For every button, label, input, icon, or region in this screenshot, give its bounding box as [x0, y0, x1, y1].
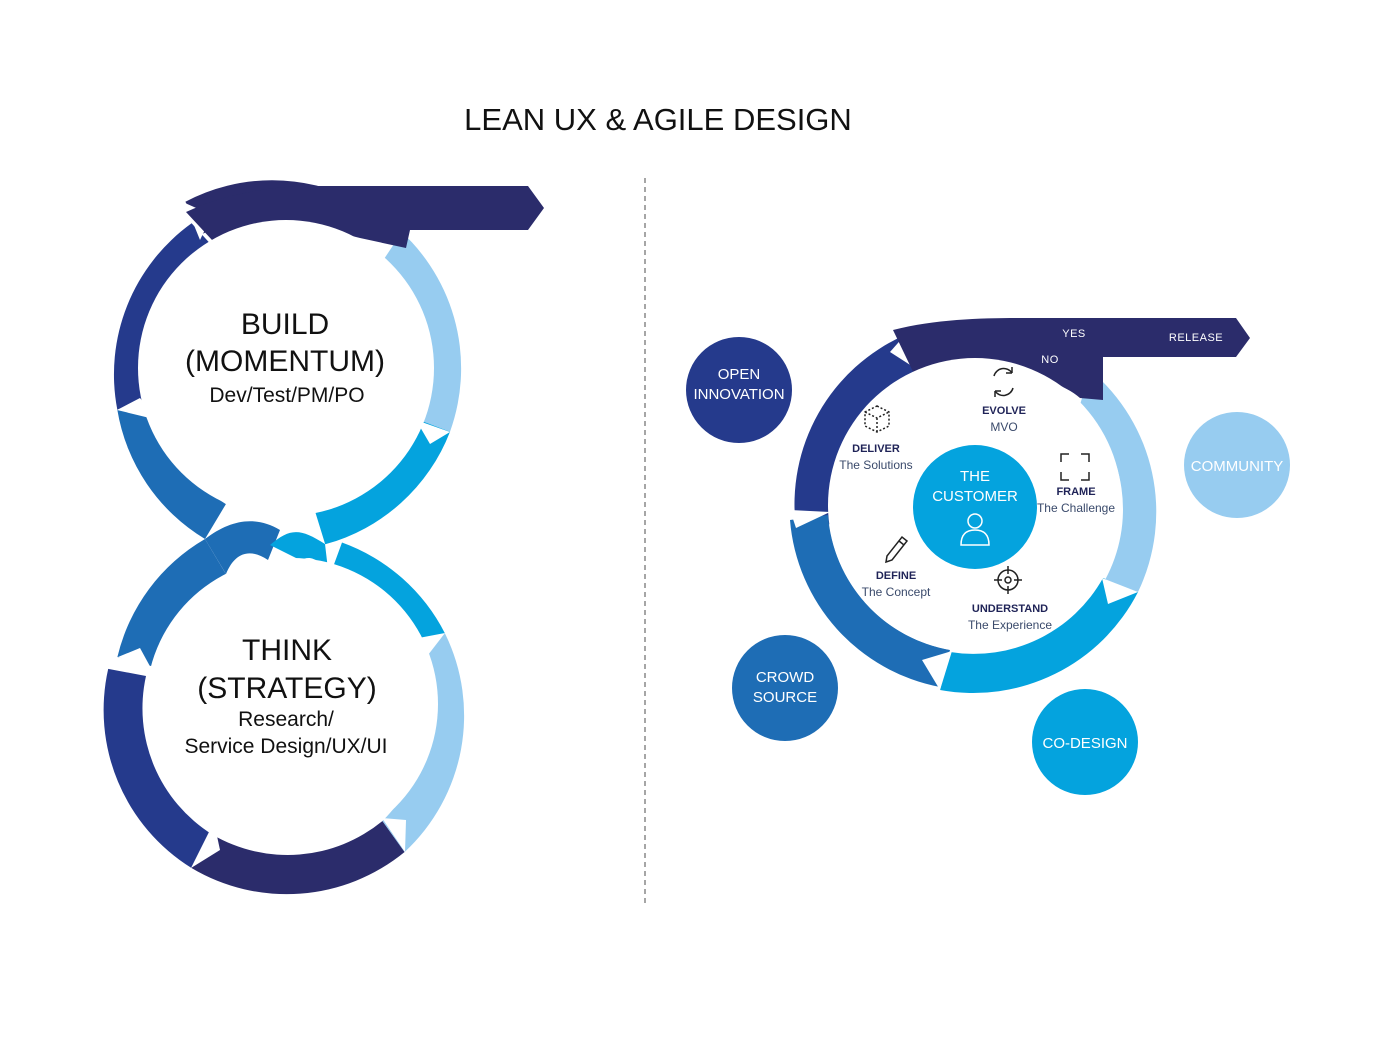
- refresh-icon: [993, 367, 1014, 397]
- cycle-segment-bright-blue: [940, 578, 1138, 693]
- stage-understand-sub: The Experience: [968, 618, 1052, 632]
- build-title: BUILD: [241, 308, 329, 341]
- pencil-icon: [885, 535, 909, 564]
- crosshair-icon: [994, 566, 1022, 594]
- build-loop-segment-right-lower: [314, 418, 450, 545]
- customer-line1: THE: [960, 468, 990, 485]
- bubble-co-design: [1032, 689, 1138, 795]
- think-title: THINK: [242, 634, 332, 667]
- user-icon: [960, 513, 990, 546]
- stage-evolve-sub: MVO: [990, 420, 1017, 434]
- bubble-crowd-source: [732, 635, 838, 741]
- no-label: NO: [1041, 354, 1059, 366]
- think-inner-circle: [146, 558, 438, 850]
- think-loop-segment-bottom: [191, 821, 405, 895]
- bubble-open-innovation: [686, 337, 792, 443]
- stage-understand-label: UNDERSTAND: [972, 603, 1048, 615]
- open-innovation-line2: INNOVATION: [693, 386, 784, 403]
- stage-define-sub: The Concept: [862, 585, 931, 599]
- bubble-community: [1184, 412, 1290, 518]
- stage-deliver-label: DELIVER: [852, 443, 900, 455]
- cube-icon: [864, 405, 890, 433]
- stage-define-label: DEFINE: [876, 570, 916, 582]
- build-subtitle-paren: (MOMENTUM): [185, 345, 385, 378]
- customer-circle: [913, 445, 1037, 569]
- think-roles-line1: Research/: [238, 708, 334, 731]
- build-inner-circle: [138, 220, 434, 516]
- think-subtitle-paren: (STRATEGY): [197, 672, 376, 705]
- frame-corners-icon: [1060, 453, 1090, 481]
- think-roles-line2: Service Design/UX/UI: [184, 735, 387, 758]
- crowd-source-line2: SOURCE: [753, 689, 817, 706]
- co-design-label: CO-DESIGN: [1042, 735, 1127, 752]
- stage-deliver-sub: The Solutions: [839, 458, 912, 472]
- release-arrow-right: [893, 318, 1250, 400]
- release-arrow-left: [186, 186, 544, 248]
- stage-frame-label: FRAME: [1056, 486, 1095, 498]
- customer-line2: CUSTOMER: [932, 488, 1018, 505]
- stage-evolve-label: EVOLVE: [982, 405, 1026, 417]
- think-loop-segment-left-lower: [103, 668, 213, 868]
- crossover-band-right: [270, 532, 329, 578]
- figure-eight-diagram: BUILD (MOMENTUM) Dev/Test/PM/PO THINK (S…: [103, 180, 544, 895]
- cycle-segment-light-blue: [1080, 370, 1157, 592]
- stage-frame-sub: The Challenge: [1037, 501, 1115, 515]
- crowd-source-line1: CROWD: [756, 669, 814, 686]
- page-title: LEAN UX & AGILE DESIGN: [464, 102, 852, 137]
- release-label: RELEASE: [1169, 332, 1223, 344]
- customer-cycle-diagram: YES RELEASE NO THE CUSTOMER EVOLVE MVO D…: [686, 318, 1290, 795]
- build-roles: Dev/Test/PM/PO: [209, 384, 364, 407]
- crossover-band-left: [205, 521, 280, 574]
- yes-label: YES: [1062, 328, 1086, 340]
- build-loop-segment-left-lower: [117, 398, 226, 539]
- build-loop-segment-right-upper: [367, 222, 462, 432]
- community-label: COMMUNITY: [1191, 458, 1284, 475]
- cycle-segment-navy-left: [794, 335, 917, 528]
- cycle-segment-mid-blue: [790, 515, 950, 687]
- think-loop-segment-left-upper: [117, 539, 226, 668]
- open-innovation-line1: OPEN: [718, 366, 761, 383]
